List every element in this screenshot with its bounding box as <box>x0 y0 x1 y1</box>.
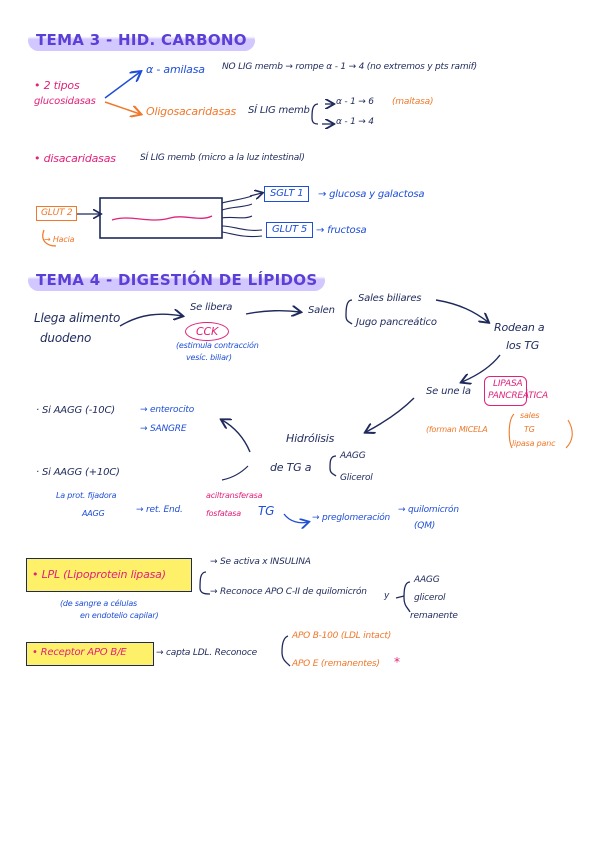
preglomeracion: → preglomeración <box>312 513 391 523</box>
sales-biliares: Sales biliares <box>358 293 422 304</box>
se-libera: Se libera <box>190 302 233 313</box>
ret-end: → ret. End. <box>136 505 183 515</box>
aciltransferasa: aciltransferasa <box>206 491 263 500</box>
apo-b100: APO B-100 (LDL intact) <box>292 631 391 641</box>
activa-insulina: → Se activa x INSULINA <box>210 557 311 567</box>
tipos-label-2: glucosidasas <box>34 96 96 107</box>
prot-fijadora: La prot. fijadora <box>56 491 117 500</box>
salen: Salen <box>308 305 335 316</box>
aagg-mayor-10c: · Si AAGG (+10C) <box>36 467 120 478</box>
tema3-title: TEMA 3 - HID. CARBONO <box>28 30 255 51</box>
duodeno: duodeno <box>40 331 92 345</box>
lpl-glicerol: glicerol <box>414 593 446 603</box>
receptor-highlight <box>26 642 154 666</box>
lipasa-box: LIPASA <box>484 376 528 406</box>
fosfatasa: fosfatasa <box>206 509 241 518</box>
aagg-hidrolisis: AAGG <box>340 451 366 461</box>
capta-ldl: → capta LDL. Reconoce <box>156 648 257 658</box>
quilomicron-qm: (QM) <box>414 521 436 531</box>
apo-e: APO E (remanentes) <box>292 659 380 669</box>
quilomicron: → quilomicrón <box>398 505 459 515</box>
alfa-amilasa-desc: NO LIG memb → rompe α - 1 → 4 (no extrem… <box>222 62 477 72</box>
tema4-title: TEMA 4 - DIGESTIÓN DE LÍPIDOS <box>28 270 326 291</box>
sglt1-box: SGLT 1 <box>264 186 310 202</box>
reconoce-apo-cii: → Reconoce APO C-II de quilomicrón <box>210 587 367 597</box>
lpl-aagg: AAGG <box>414 575 440 585</box>
alfa-1-4: α - 1 → 4 <box>336 117 374 127</box>
lpl-sub-1: (de sangre a células <box>60 599 137 608</box>
alfa-1-6: α - 1 → 6 <box>336 97 374 107</box>
receptor-label: • Receptor APO B/E <box>32 647 127 658</box>
jugo-pancreatico: Jugo pancreático <box>356 317 437 328</box>
sales-small: sales <box>520 411 540 420</box>
lpl-highlight <box>26 558 192 592</box>
lpl-y: y <box>384 591 390 601</box>
oligosacaridasas: Oligosacaridasas <box>146 105 237 118</box>
lipasa-label: LIPASA <box>493 379 523 389</box>
oligo-desc: SÍ LIG memb <box>248 105 310 116</box>
prot-fijadora-aagg: AAGG <box>82 509 105 518</box>
glucosa-galactosa: → glucosa y galactosa <box>318 189 425 200</box>
glut2-box: GLUT 2 <box>36 206 78 221</box>
star-mark: * <box>394 655 400 669</box>
cck-desc-2: vesíc. biliar) <box>186 353 232 362</box>
fructosa: → fructosa <box>316 225 367 236</box>
cck-desc-1: (estimula contracción <box>176 341 259 350</box>
lpl-label: • LPL (Lipoprotein lipasa) <box>32 568 166 581</box>
tipos-label: • 2 tipos <box>34 79 80 92</box>
rodean-a: Rodean a <box>494 321 545 334</box>
lpl-remanente: remanente <box>410 611 458 621</box>
se-une-la: Se une la <box>426 386 471 397</box>
glicerol-hidrolisis: Glicerol <box>340 473 373 483</box>
sangre: → SANGRE <box>140 424 187 434</box>
hidrolisis: Hidrólisis <box>286 432 335 445</box>
lipasa-panc-small: lipasa panc <box>512 439 556 448</box>
maltasa: (maltasa) <box>392 97 434 107</box>
pancreatica-label: PANCREÁTICA <box>488 391 548 401</box>
tg-result: TG <box>258 504 275 518</box>
llega-alimento: Llega alimento <box>34 311 121 325</box>
micela-label: (forman MICELA <box>426 425 488 434</box>
aagg-menor-10c: · Si AAGG (-10C) <box>36 405 115 416</box>
lpl-sub-2: en endotelio capilar) <box>80 611 159 620</box>
de-tg-a: de TG a <box>270 461 312 474</box>
disacaridasas: • disacaridasas <box>34 152 116 165</box>
enterocito: → enterocito <box>140 405 194 415</box>
glut5-box: GLUT 5 <box>266 222 314 238</box>
alfa-amilasa: α - amilasa <box>146 63 205 76</box>
tg-small: TG <box>524 425 535 434</box>
disacaridasas-desc: SÍ LIG memb (micro a la luz intestinal) <box>140 153 305 163</box>
los-tg: los TG <box>506 339 540 352</box>
cck-circle: CCK <box>185 322 229 341</box>
hacia-label: → Hacia <box>44 235 75 244</box>
